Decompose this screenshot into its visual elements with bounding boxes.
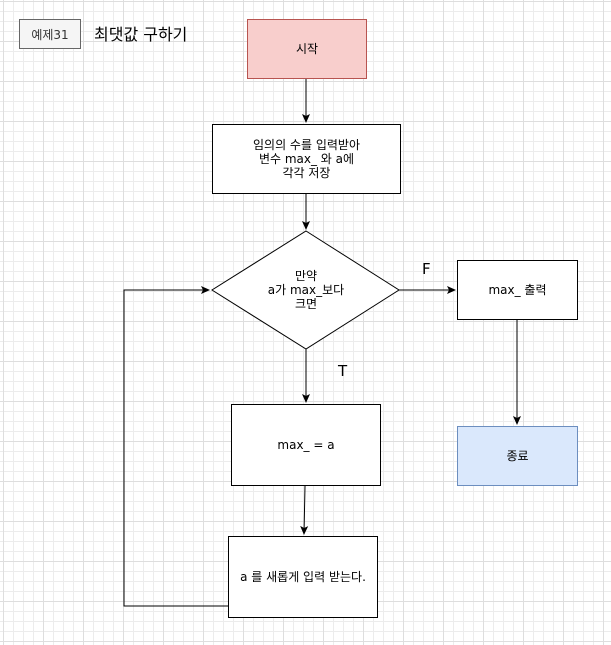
reinput-process-node[interactable]: a 를 새롭게 입력 받는다. [228,536,378,618]
decision-diamond[interactable] [211,230,400,350]
assign-process-node[interactable]: max_ = a [231,404,381,486]
edge-assign-to-reinput [300,485,309,535]
page-title: 최댓값 구하기 [94,25,188,44]
false-branch-label: F [422,260,431,278]
output-node[interactable]: max_ 출력 [457,260,578,320]
true-branch-label: T [338,362,348,380]
end-node[interactable]: 종료 [457,426,578,486]
input-process-node[interactable]: 임의의 수를 입력받아 변수 max_ 와 a에 각각 저장 [212,124,401,194]
edge-loop-back [123,286,228,607]
example-tag: 예제31 [19,19,81,49]
start-node[interactable]: 시작 [247,19,367,79]
decision-label: 만약 a가 max_보다 크면 [267,269,345,311]
